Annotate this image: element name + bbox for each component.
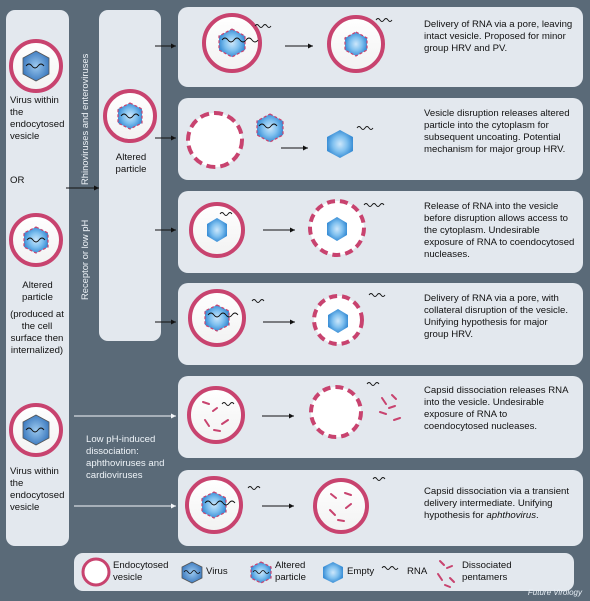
row-6-description-prefix: Capsid dissociation via a transient deli… (424, 486, 570, 521)
legend-altered-icon (250, 561, 272, 584)
credit-label: Future Virology (527, 588, 582, 597)
left-altered-caption: Altered particle (22, 280, 53, 303)
legend-altered-label: Altered particle (275, 560, 306, 583)
row-2-description: Vesicle disruption releases altered part… (424, 108, 570, 155)
row-5-panel (178, 376, 583, 458)
row5-result (309, 382, 401, 439)
row-6-description-suffix: . (536, 510, 539, 521)
row-6-panel (178, 470, 583, 546)
row-6-description-italic: aphthovirus (486, 510, 537, 521)
middle-arrowheads (171, 43, 176, 325)
row6-vesicle (185, 476, 261, 534)
row3-vesicle (189, 202, 245, 258)
left-top-caption: Virus within the endocytosed vesicle (10, 95, 65, 142)
row3-result (308, 199, 385, 257)
row6-result (313, 477, 386, 534)
low-ph-label: Low pH-induced dissociation: aphthovirus… (86, 434, 165, 481)
legend-virus-icon (181, 561, 203, 584)
left-altered-vesicle (9, 213, 63, 267)
row-6-description: Capsid dissociation via a transient deli… (424, 486, 578, 522)
left-bottom-caption: Virus within the endocytosed vesicle (10, 466, 65, 513)
row2-disrupted-vesicle (186, 111, 284, 169)
middle-altered-caption: Altered particle (115, 152, 147, 175)
or-label: OR (10, 175, 25, 186)
row1-vesicle-pore (202, 13, 272, 73)
legend-pentamers-label: Dissociated pentamers (462, 560, 512, 583)
left-altered-note: (produced at the cell surface then inter… (10, 309, 64, 356)
middle-panel (99, 10, 161, 341)
legend-pentamers-icon (437, 560, 455, 588)
low-ph-arrows (74, 415, 176, 507)
row-3-panel (178, 191, 583, 273)
row4-vesicle-pore (188, 289, 265, 347)
arrowhead (94, 185, 99, 191)
row-4-description: Delivery of RNA via a pore, with collate… (424, 293, 568, 340)
receptor-label: Receptor or low pH (79, 220, 90, 300)
row5-vesicle-pentamers (187, 386, 245, 444)
row-arrowheads (289, 43, 313, 509)
legend-empty-icon (323, 562, 343, 583)
legend-vesicle-icon (81, 557, 111, 587)
rhino-entero-label: Rhinoviruses and enteroviruses (79, 53, 90, 185)
legend-virus-label: Virus (206, 566, 228, 577)
left-virus-vesicle-bottom (9, 403, 63, 457)
row-1-description: Delivery of RNA via a pore, leaving inta… (424, 19, 573, 54)
legend-rna-icon (381, 566, 399, 570)
row1-result (327, 15, 393, 73)
legend-vesicle-label: Endocytosed vesicle (113, 560, 169, 583)
row-4-panel (178, 283, 583, 365)
legend-rna-label: RNA (407, 566, 428, 577)
row-5-description: Capsid dissociation releases RNA into th… (424, 385, 568, 432)
legend-empty-label: Empty (347, 566, 375, 577)
left-virus-vesicle-top (9, 39, 63, 93)
row2-result (327, 126, 374, 158)
low-ph-arrowheads (171, 413, 176, 509)
row4-result (312, 293, 386, 346)
row-3-description: Release of RNA into the vesicle before d… (424, 201, 575, 260)
middle-altered-vesicle (103, 89, 157, 143)
